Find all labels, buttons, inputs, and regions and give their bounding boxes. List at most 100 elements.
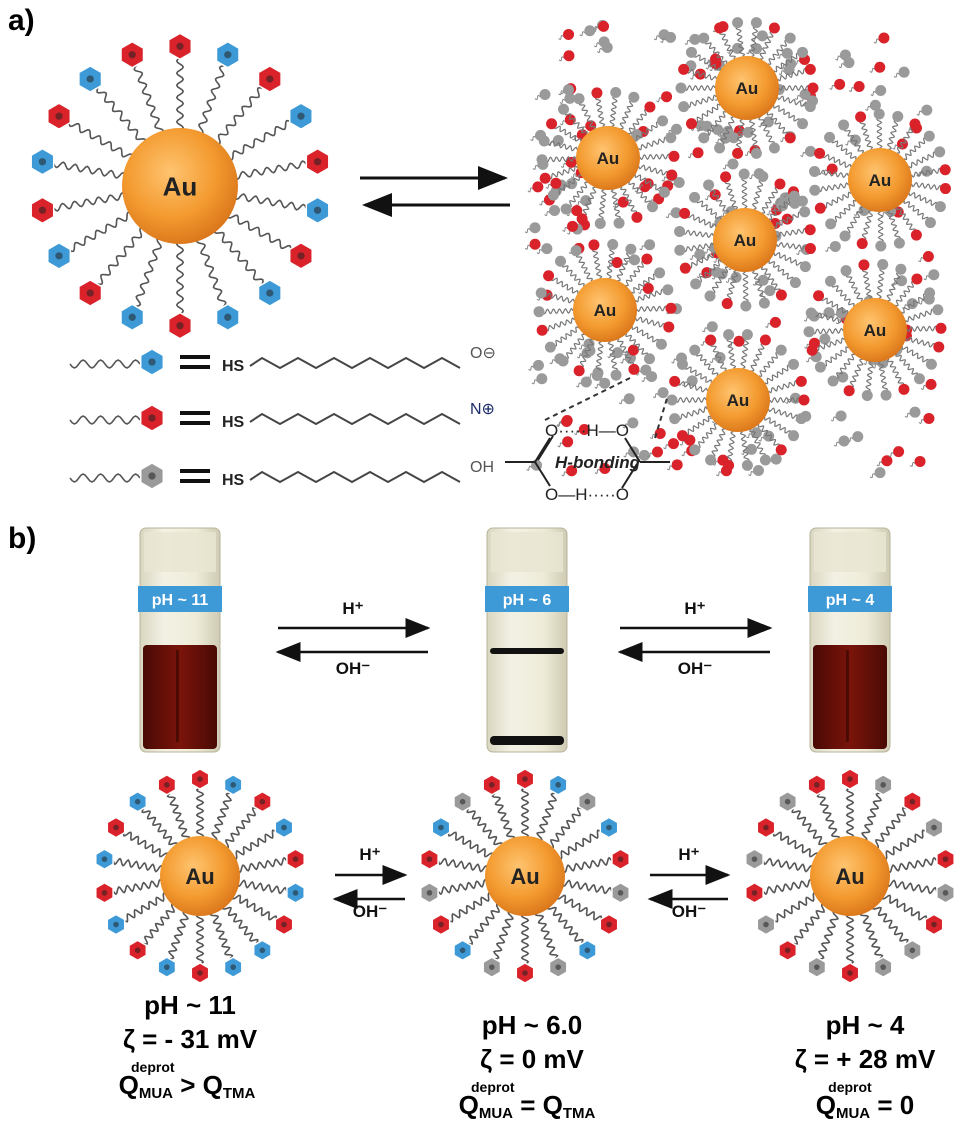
ligand-chain bbox=[791, 808, 828, 848]
hydroxide-label: OH⁻ bbox=[672, 902, 707, 921]
aggregate-pellet bbox=[490, 736, 564, 745]
mua-prot-head-icon bbox=[420, 881, 439, 904]
big-particle: Au bbox=[30, 32, 330, 340]
ligand-chain bbox=[547, 904, 584, 944]
hbond-bottom-bond: O—H·····O bbox=[545, 485, 629, 504]
mua-deprot-head-icon bbox=[95, 848, 114, 871]
formula-hs: HS bbox=[222, 358, 245, 375]
ligand-chain bbox=[520, 787, 530, 839]
mua-deprot-head-icon bbox=[120, 303, 145, 332]
aggregate-particle: Au bbox=[533, 238, 677, 382]
ligand-chain bbox=[520, 913, 530, 965]
ligand-chain bbox=[195, 913, 205, 965]
mua-deprot-head-icon bbox=[548, 773, 568, 796]
mua-deprot-head-icon bbox=[30, 147, 55, 176]
ligand-chain bbox=[213, 227, 264, 285]
mua-deprot-head-icon bbox=[215, 40, 240, 69]
tma-head-icon bbox=[257, 65, 282, 93]
formula-end-group: OH bbox=[470, 459, 494, 476]
ligand-chain bbox=[175, 240, 185, 315]
tma-head-icon bbox=[515, 768, 535, 790]
ligand-chain bbox=[232, 829, 277, 860]
vial-arrow-pair-2: H⁺OH⁻ bbox=[617, 599, 773, 678]
ligand-chain bbox=[133, 65, 164, 135]
mua-prot-head-icon bbox=[902, 939, 922, 962]
ligand-chain bbox=[226, 213, 292, 251]
vial-arrows: H⁺OH⁻H⁺OH⁻ bbox=[275, 599, 773, 678]
tma-head-icon bbox=[167, 311, 193, 340]
equilibrium-arrows-a bbox=[360, 166, 510, 217]
ligand-chain bbox=[53, 191, 127, 212]
tma-head-icon bbox=[420, 848, 439, 871]
ligand-chain bbox=[874, 807, 907, 849]
ligand-chain bbox=[143, 903, 176, 945]
ligand-chain bbox=[69, 473, 141, 483]
ligand-chain bbox=[816, 792, 841, 841]
tma-head-icon bbox=[807, 773, 827, 796]
legend-row-tma: HSN⊕ bbox=[69, 401, 495, 432]
ligand-chain bbox=[549, 807, 582, 849]
ligand-chain bbox=[762, 857, 814, 873]
particle-arrows: H⁺OH⁻H⁺OH⁻ bbox=[332, 845, 731, 921]
ligand-chain bbox=[209, 911, 234, 960]
proton-label: H⁺ bbox=[359, 845, 380, 864]
ligand-chain bbox=[198, 64, 225, 135]
charge-relation: QMUAdeprot = 0 bbox=[815, 1079, 915, 1122]
ligand-chain bbox=[886, 879, 938, 895]
ligand-chain bbox=[886, 856, 938, 874]
ligand-chain bbox=[882, 829, 927, 860]
aggregate-particle: Au bbox=[536, 86, 680, 230]
mua-prot-head-icon bbox=[778, 790, 798, 813]
mua-deprot-head-icon bbox=[47, 242, 72, 270]
mua-prot-head-icon bbox=[873, 956, 893, 979]
tma-head-icon bbox=[778, 939, 798, 962]
mua-prot-head-icon bbox=[756, 913, 776, 936]
zeta-label: ζ = - 31 mV bbox=[122, 1024, 258, 1054]
tma-head-icon bbox=[936, 848, 955, 871]
particle-ph11: Au bbox=[95, 768, 305, 984]
tma-head-icon bbox=[840, 962, 860, 984]
aggregate-particle: Au bbox=[809, 108, 951, 252]
mua-deprot-head-icon bbox=[453, 939, 473, 962]
mua-deprot-head-icon bbox=[223, 773, 243, 796]
hydroxide-label: OH⁻ bbox=[336, 659, 371, 678]
vial-ph6: pH ~ 6 bbox=[485, 527, 569, 753]
mua-deprot-head-icon bbox=[252, 939, 272, 962]
tma-head-icon bbox=[128, 939, 148, 962]
legend-head-icon bbox=[139, 348, 165, 376]
gold-core-label: Au bbox=[163, 171, 198, 201]
ligand-chain bbox=[491, 792, 516, 841]
tma-head-icon bbox=[288, 241, 313, 270]
mua-deprot-head-icon bbox=[215, 303, 240, 332]
vial-ph-label: pH ~ 11 bbox=[152, 592, 209, 609]
ligand-chain bbox=[236, 856, 288, 874]
tma-head-icon bbox=[95, 881, 114, 904]
tma-head-icon bbox=[515, 962, 535, 984]
tma-head-icon bbox=[840, 768, 860, 790]
gold-core bbox=[810, 836, 890, 916]
ligand-chain bbox=[557, 829, 602, 860]
ligand-chain bbox=[466, 808, 503, 848]
mua-prot-head-icon bbox=[577, 790, 597, 813]
aggregate-band-top bbox=[490, 648, 564, 654]
tma-head-icon bbox=[78, 279, 103, 307]
ligand-chain bbox=[437, 857, 489, 873]
tma-head-icon bbox=[305, 147, 330, 176]
ligand-chain bbox=[492, 910, 514, 960]
mua-deprot-head-icon bbox=[257, 279, 282, 307]
mua-deprot-head-icon bbox=[78, 65, 103, 93]
panel-b-label: b) bbox=[8, 522, 37, 555]
hbond-top-bond: O·····H—O bbox=[545, 421, 629, 440]
hydroxide-label: OH⁻ bbox=[353, 902, 388, 921]
mua-prot-head-icon bbox=[936, 881, 955, 904]
mua-deprot-head-icon bbox=[577, 939, 597, 962]
mua-prot-head-icon bbox=[745, 848, 764, 871]
ligand-chain bbox=[69, 415, 141, 425]
ligand-chain bbox=[112, 878, 164, 896]
aggregate-particle: Au bbox=[674, 168, 816, 312]
mua-deprot-head-icon bbox=[431, 816, 451, 839]
mua-deprot-head-icon bbox=[157, 956, 177, 979]
charge-relation: QMUAdeprot = QTMA bbox=[458, 1079, 596, 1122]
